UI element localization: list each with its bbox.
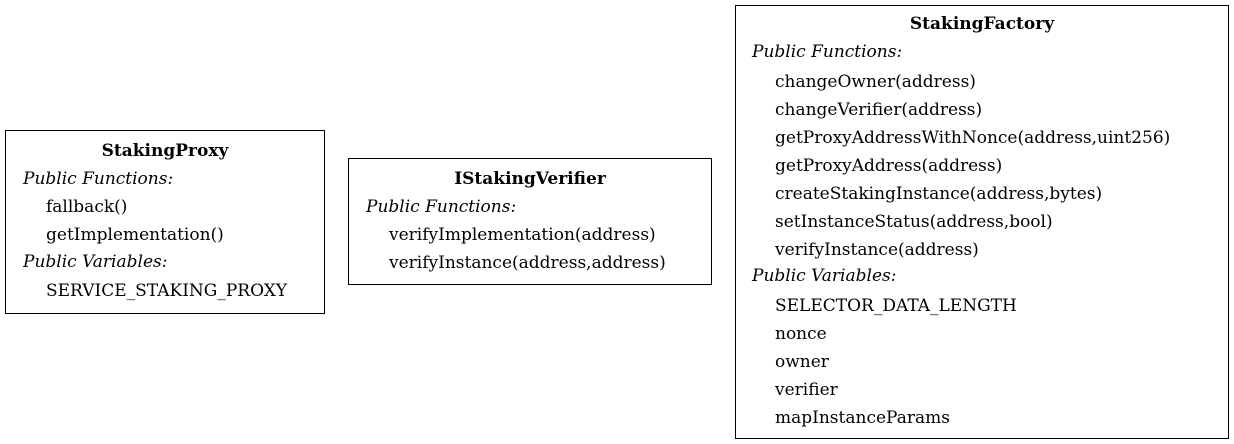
function-item: verifyInstance(address,address) (389, 253, 666, 273)
variable-item: nonce (775, 324, 827, 344)
class-node-staking-proxy: StakingProxy Public Functions: fallback(… (5, 130, 325, 314)
class-node-istaking-verifier: IStakingVerifier Public Functions: verif… (348, 158, 712, 285)
function-item: createStakingInstance(address,bytes) (775, 184, 1103, 204)
variable-item: SELECTOR_DATA_LENGTH (775, 296, 1017, 316)
function-item: changeOwner(address) (775, 72, 976, 92)
functions-header: Public Functions: (366, 197, 517, 217)
variables-header: Public Variables: (23, 252, 168, 272)
variable-item: mapInstanceParams (775, 408, 950, 428)
variable-item: verifier (775, 380, 838, 400)
function-item: getProxyAddress(address) (775, 156, 1003, 176)
class-title: StakingProxy (101, 141, 229, 161)
class-title: StakingFactory (909, 14, 1055, 34)
class-node-staking-factory: StakingFactory Public Functions: changeO… (735, 5, 1229, 439)
function-item: changeVerifier(address) (775, 100, 983, 120)
variables-header: Public Variables: (752, 266, 897, 286)
function-item: getProxyAddressWithNonce(address,uint256… (775, 128, 1171, 148)
function-item: verifyImplementation(address) (389, 225, 656, 245)
function-item: getImplementation() (46, 225, 224, 245)
class-title: IStakingVerifier (454, 169, 606, 189)
variable-item: owner (775, 352, 829, 372)
functions-header: Public Functions: (23, 169, 174, 189)
function-item: verifyInstance(address) (775, 240, 979, 260)
functions-header: Public Functions: (752, 42, 903, 62)
function-item: fallback() (46, 197, 128, 217)
variable-item: SERVICE_STAKING_PROXY (46, 281, 288, 301)
function-item: setInstanceStatus(address,bool) (775, 212, 1053, 232)
